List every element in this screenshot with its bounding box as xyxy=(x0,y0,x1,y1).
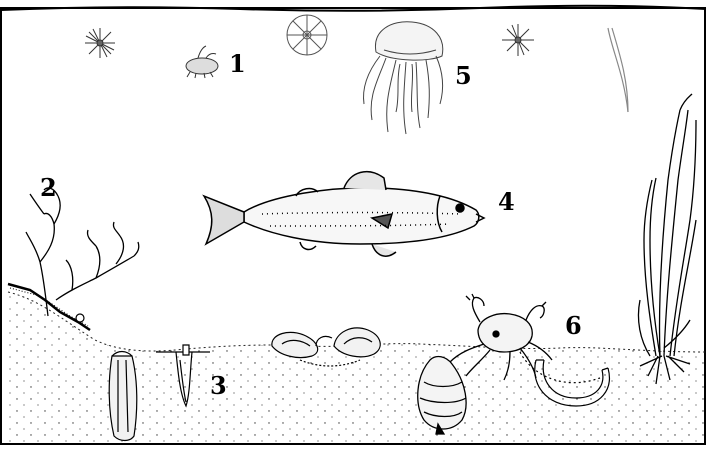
disc-plankton xyxy=(287,15,327,55)
zooplankton-organism xyxy=(186,46,218,78)
star-plankton-left xyxy=(85,28,115,58)
star-plankton-right xyxy=(502,24,534,56)
label-3: 3 xyxy=(210,374,227,398)
seagrass-illustration xyxy=(638,94,696,384)
jellyfish-illustration xyxy=(364,22,443,134)
seaweed-illustration xyxy=(26,188,139,316)
label-2: 2 xyxy=(40,176,57,200)
label-6: 6 xyxy=(565,314,582,338)
fish-illustration xyxy=(204,172,484,256)
label-4: 4 xyxy=(498,190,515,214)
label-1: 1 xyxy=(229,52,246,76)
label-5: 5 xyxy=(455,64,472,88)
diatom-plankton xyxy=(608,28,628,112)
